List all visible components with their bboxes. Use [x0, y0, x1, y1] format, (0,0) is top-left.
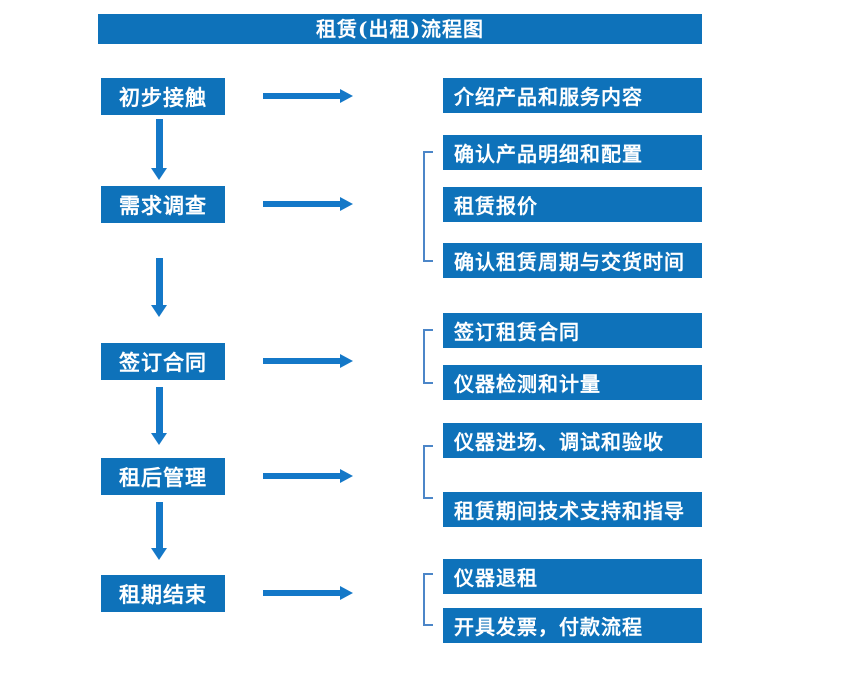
right-arrow-icon — [340, 469, 353, 483]
down-arrow-shaft — [156, 258, 163, 305]
right-arrow-icon — [340, 89, 353, 103]
step-box-initial-contact: 初步接触 — [101, 78, 225, 115]
down-arrow-icon — [151, 433, 167, 445]
step-box-demand-survey: 需求调查 — [101, 186, 225, 223]
output-box: 确认产品明细和配置 — [443, 135, 702, 170]
down-arrow-shaft — [156, 119, 163, 168]
output-box: 签订租赁合同 — [443, 313, 702, 348]
right-arrow-icon — [340, 197, 353, 211]
right-arrow-shaft — [263, 590, 340, 596]
output-box: 仪器退租 — [443, 559, 702, 594]
down-arrow-shaft — [156, 502, 163, 548]
group-bracket — [423, 151, 433, 262]
right-arrow-shaft — [263, 93, 340, 99]
step-box-rental-end: 租期结束 — [101, 575, 225, 612]
diagram-title: 租赁(出租)流程图 — [98, 14, 702, 44]
right-arrow-shaft — [263, 473, 340, 479]
down-arrow-shaft — [156, 387, 163, 433]
output-box: 仪器检测和计量 — [443, 365, 702, 400]
output-box: 介绍产品和服务内容 — [443, 78, 702, 113]
group-bracket — [423, 573, 433, 626]
output-box: 确认租赁周期与交货时间 — [443, 243, 702, 278]
group-bracket — [423, 329, 433, 384]
output-box: 租赁报价 — [443, 187, 702, 222]
right-arrow-shaft — [263, 358, 340, 364]
down-arrow-icon — [151, 548, 167, 560]
right-arrow-icon — [340, 586, 353, 600]
step-box-post-rental: 租后管理 — [101, 458, 225, 495]
output-box: 租赁期间技术支持和指导 — [443, 492, 702, 527]
right-arrow-shaft — [263, 201, 340, 207]
output-box: 开具发票，付款流程 — [443, 608, 702, 643]
output-box: 仪器进场、调试和验收 — [443, 423, 702, 458]
down-arrow-icon — [151, 168, 167, 180]
right-arrow-icon — [340, 354, 353, 368]
down-arrow-icon — [151, 305, 167, 317]
group-bracket — [423, 445, 433, 499]
step-box-sign-contract: 签订合同 — [101, 343, 225, 380]
